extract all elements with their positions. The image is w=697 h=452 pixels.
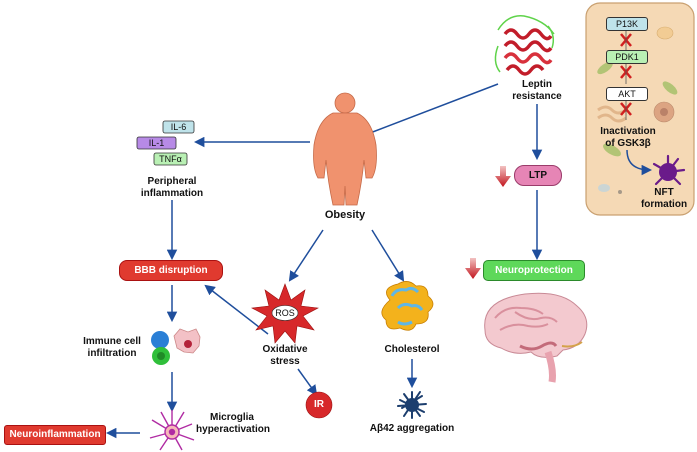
leptin-to-obesity-line: [369, 83, 499, 134]
nft-label-line1: NFT: [654, 187, 674, 198]
pi3k-box: P13K: [606, 17, 648, 31]
oxidative-label-line1: Oxidative: [262, 344, 308, 355]
cholesterol-label: Cholesterol: [384, 344, 440, 355]
ros-label: ROS: [275, 308, 295, 318]
microglia-icon: [149, 410, 195, 451]
arrows: [105, 83, 543, 439]
immune-label-line2: infiltration: [87, 348, 137, 359]
down-arrow-icon: [465, 258, 481, 279]
leptin-label-line2: resistance: [512, 91, 562, 102]
obesity-to-cholesterol-arrow: [371, 229, 405, 282]
nft-tangle-icon: [652, 154, 686, 186]
bbb-disruption-pill: BBB disruption: [119, 260, 223, 281]
tnfa-label: TNFα: [159, 154, 182, 164]
peripheral-label-line2: inflammation: [140, 188, 204, 199]
akt-box: AKT: [606, 87, 648, 101]
neuroinflammation-pill: Neuroinflammation: [4, 425, 106, 445]
oxidative-to-ir-arrow: [297, 368, 318, 396]
il1-label: IL-1: [148, 138, 165, 148]
microglia-label-line1: Microglia: [210, 412, 254, 423]
cholesterol-lipoprotein-icon: [381, 281, 434, 331]
obese-person-icon: [313, 92, 377, 206]
il1-box: [136, 136, 177, 150]
ltp-pill: LTP: [514, 165, 562, 186]
peripheral-label-line1: Peripheral: [147, 176, 197, 187]
leptin-label-line1: Leptin: [522, 79, 552, 90]
obesity-label: Obesity: [324, 209, 366, 221]
pdk1-box: PDK1: [606, 50, 648, 64]
down-arrow-icon: [495, 166, 511, 187]
immune-label-line1: Immune cell: [83, 336, 141, 347]
gsk3b-to-nft-arrow: [626, 149, 653, 176]
abeta-label: Aβ42 aggregation: [369, 423, 455, 434]
ir-label: IR: [314, 399, 324, 410]
gsk3b-label-line1: Inactivation: [600, 126, 656, 137]
oxidative-to-bbb-arrow: [204, 284, 269, 335]
gsk3b-label-line2: of GSK3β: [605, 138, 651, 149]
ir-circle: [305, 391, 333, 419]
il6-box: [162, 120, 195, 134]
immune-cells-icon: [151, 328, 201, 365]
panel-background-cells: [597, 26, 678, 194]
leptin-protein-icon: [494, 15, 555, 76]
amyloid-aggregate-icon: [397, 391, 427, 419]
oxidative-label-line2: stress: [270, 356, 300, 367]
brain-icon: [484, 292, 588, 383]
ros-ellipse: [271, 305, 299, 321]
nft-label-line2: formation: [640, 199, 688, 210]
neuroprotection-pill: Neuroprotection: [483, 260, 585, 281]
il6-label: IL-6: [170, 122, 187, 132]
microglia-label-line2: hyperactivation: [196, 424, 270, 435]
obesity-to-oxidative-arrow: [288, 229, 324, 282]
tnfa-box: [153, 152, 188, 166]
